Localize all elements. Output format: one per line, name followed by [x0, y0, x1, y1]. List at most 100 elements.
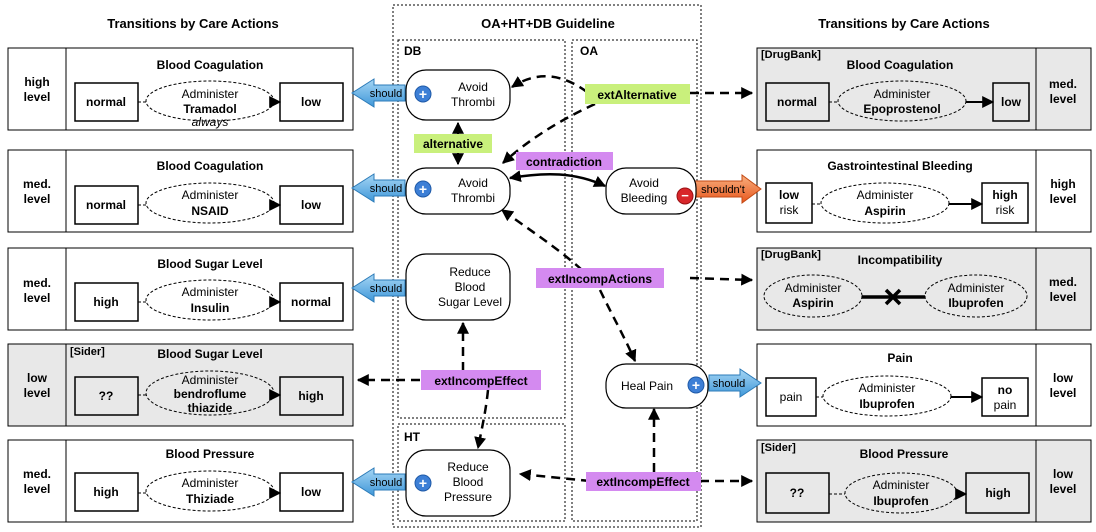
- ext-alternative-label: extAlternative: [585, 84, 690, 104]
- state-from-detail: risk: [780, 203, 800, 217]
- drug-name: Insulin: [191, 301, 230, 315]
- node-reduce-blood-pressure[interactable]: Reduce Blood Pressure +: [405, 449, 511, 517]
- ext-incomp-effect-label-2: extIncompEffect: [586, 472, 701, 491]
- minus-icon: [676, 187, 694, 205]
- panel-level: med.: [1049, 77, 1077, 91]
- drug-name: Tramadol: [183, 102, 236, 116]
- state-to: high: [298, 389, 323, 403]
- svg-text:shouldn't: shouldn't: [701, 184, 745, 196]
- right-panel-blood-pressure: [Sider] Blood Pressure low level ?? Admi…: [756, 439, 1092, 523]
- panel-level: high: [24, 75, 49, 89]
- should-arrow: should: [351, 467, 406, 497]
- source-tag: [DrugBank]: [761, 249, 821, 261]
- svg-text:Avoid: Avoid: [458, 176, 488, 190]
- left-header: Transitions by Care Actions: [107, 16, 278, 31]
- panel-title: Blood Coagulation: [157, 58, 264, 72]
- svg-text:−: −: [681, 188, 689, 203]
- action-label: Administer: [182, 285, 239, 299]
- svg-text:Avoid: Avoid: [629, 176, 659, 190]
- right-header: Transitions by Care Actions: [818, 16, 989, 31]
- svg-text:Reduce: Reduce: [447, 460, 489, 474]
- drug-name: Aspirin: [792, 296, 833, 310]
- state-to: normal: [291, 295, 331, 309]
- oa-section-label: OA: [580, 44, 598, 58]
- db-section-label: DB: [404, 44, 422, 58]
- svg-text:+: +: [419, 475, 427, 491]
- svg-text:Heal Pain: Heal Pain: [621, 379, 673, 393]
- guideline-frame: [392, 4, 702, 528]
- plus-icon: [687, 376, 705, 394]
- action-label: Administer: [859, 381, 916, 395]
- svg-text:extIncompActions: extIncompActions: [548, 272, 652, 286]
- drug-name: Aspirin: [864, 204, 905, 218]
- left-panel-blood-sugar-1: med. level Blood Sugar Level high Admini…: [7, 247, 354, 331]
- right-panel-blood-coagulation: [DrugBank] Blood Coagulation med. level …: [756, 47, 1092, 131]
- panel-level: low: [27, 371, 48, 385]
- shouldnt-arrow: shouldn't: [694, 174, 762, 204]
- drug-name: bendroflume: [174, 387, 247, 401]
- svg-text:should: should: [370, 283, 402, 295]
- panel-title: Blood Pressure: [166, 447, 255, 461]
- should-arrow: should: [708, 368, 762, 398]
- svg-text:+: +: [419, 181, 427, 197]
- ext-incomp-actions-edge-up: [501, 208, 583, 271]
- drug-name: Epoprostenol: [863, 102, 940, 116]
- ext-incomp-effect-label-1: extIncompEffect: [421, 370, 541, 390]
- panel-level: med.: [1049, 275, 1077, 289]
- panel-level: level: [1050, 290, 1077, 304]
- contradiction-edge: [508, 170, 607, 188]
- left-panel-blood-coagulation-2: med. level Blood Coagulation normal Admi…: [7, 149, 354, 233]
- ht-section-label: HT: [404, 430, 421, 444]
- panel-level: level: [24, 90, 51, 104]
- drug-name: Ibuprofen: [859, 397, 914, 411]
- should-arrow: should: [351, 78, 406, 108]
- node-avoid-thrombi-2[interactable]: Avoid Thrombi +: [405, 167, 511, 215]
- right-panel-pain: Pain low level pain Administer Ibuprofen…: [756, 343, 1092, 427]
- svg-text:Bleeding: Bleeding: [621, 191, 668, 205]
- ext-incomp-actions-edge-down: [598, 289, 637, 363]
- should-arrow: should: [351, 273, 406, 303]
- node-reduce-blood-sugar[interactable]: Reduce Blood Sugar Level: [405, 253, 511, 321]
- action-label: Administer: [182, 373, 239, 387]
- state-to: high: [992, 188, 1017, 202]
- panel-title: Pain: [887, 351, 912, 365]
- svg-text:Sugar Level: Sugar Level: [438, 295, 502, 309]
- drug-name: Thiziade: [186, 492, 234, 506]
- node-heal-pain[interactable]: Heal Pain +: [605, 363, 709, 409]
- svg-text:alternative: alternative: [423, 137, 483, 151]
- svg-text:Pressure: Pressure: [444, 490, 492, 504]
- svg-text:+: +: [419, 86, 427, 102]
- panel-title: Blood Sugar Level: [157, 347, 262, 361]
- ext-alternative-edge-down: [502, 102, 596, 164]
- left-panel-blood-coagulation-1: high level Blood Coagulation normal Admi…: [7, 47, 354, 131]
- action-label: Administer: [948, 281, 1005, 295]
- node-avoid-bleeding[interactable]: Avoid Bleeding −: [605, 167, 697, 215]
- action-label: Administer: [182, 188, 239, 202]
- plus-icon: [414, 85, 432, 103]
- panel-level: level: [1050, 386, 1077, 400]
- drug-name-cont: thiazide: [188, 401, 233, 415]
- svg-text:should: should: [370, 183, 402, 195]
- drug-name: Ibuprofen: [873, 494, 928, 508]
- svg-text:Avoid: Avoid: [458, 80, 488, 94]
- state-from: pain: [780, 390, 803, 404]
- contradiction-label: contradiction: [516, 152, 613, 170]
- svg-text:extAlternative: extAlternative: [597, 88, 677, 102]
- svg-text:should: should: [370, 477, 402, 489]
- panel-level: level: [1050, 92, 1077, 106]
- state-to-detail: risk: [996, 203, 1016, 217]
- svg-text:Blood: Blood: [453, 475, 484, 489]
- frequency-note: always: [192, 115, 229, 129]
- panel-level: med.: [23, 276, 51, 290]
- drug-name: NSAID: [191, 204, 229, 218]
- source-tag: [DrugBank]: [761, 49, 821, 61]
- action-label: Administer: [785, 281, 842, 295]
- state-to: low: [1001, 95, 1022, 109]
- panel-title: Blood Sugar Level: [157, 257, 262, 271]
- node-avoid-thrombi-1[interactable]: Avoid Thrombi +: [405, 69, 511, 121]
- center-header: OA+HT+DB Guideline: [481, 16, 615, 31]
- panel-level: low: [1053, 467, 1074, 481]
- state-from: ??: [790, 486, 805, 500]
- ext-incomp-effect-1-edge-down: [474, 389, 490, 450]
- svg-text:extIncompEffect: extIncompEffect: [596, 475, 689, 489]
